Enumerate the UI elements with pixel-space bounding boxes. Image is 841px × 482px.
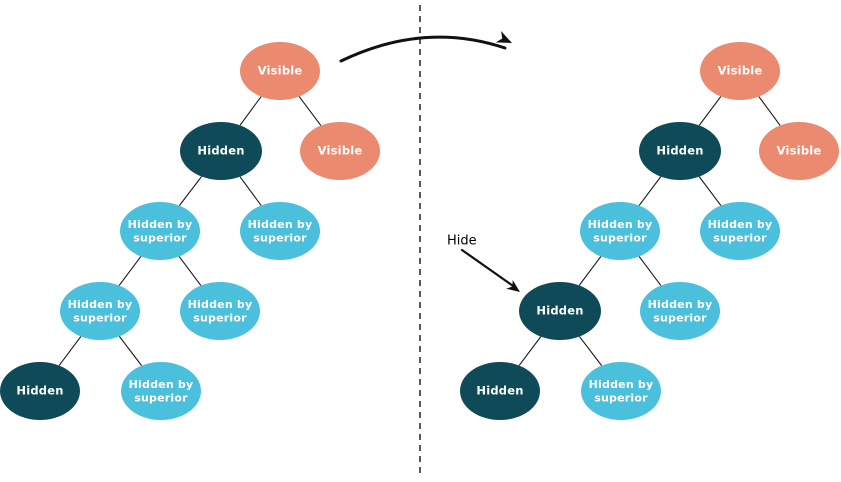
- hide-label: Hide: [447, 234, 477, 249]
- transform-arrow-head-icon: [495, 30, 512, 43]
- tree-edge: [698, 176, 722, 206]
- hide-arrow-line: [460, 248, 518, 290]
- node-shape: [700, 202, 780, 260]
- node-shape: [460, 362, 540, 420]
- node-shape: [640, 282, 720, 340]
- left-tree-edges: [58, 96, 322, 366]
- tree-edge: [178, 256, 202, 286]
- tree-node-visible[interactable]: Visible: [300, 122, 380, 180]
- tree-edge: [518, 336, 542, 366]
- tree-edge: [58, 336, 82, 366]
- hide-annotation: Hide: [447, 234, 520, 292]
- tree-edge: [579, 336, 603, 366]
- tree-node-hidden[interactable]: Hidden: [519, 282, 601, 340]
- tree-node-hidden[interactable]: Hidden: [460, 362, 540, 420]
- node-shape: [180, 282, 260, 340]
- tree-node-hidden[interactable]: Hidden: [639, 122, 721, 180]
- node-shape: [519, 282, 601, 340]
- tree-node-visible[interactable]: Visible: [240, 42, 320, 100]
- node-shape: [700, 42, 780, 100]
- node-shape: [120, 202, 200, 260]
- tree-edge: [578, 256, 602, 286]
- tree-edge: [239, 96, 262, 126]
- node-shape: [300, 122, 380, 180]
- right-tree-edges: [518, 96, 781, 366]
- tree-edge: [698, 96, 722, 126]
- tree-edge: [178, 176, 202, 206]
- node-shape: [639, 122, 721, 180]
- node-shape: [121, 362, 201, 420]
- tree-node-hidden[interactable]: Hidden: [0, 362, 80, 420]
- tree-node-visible[interactable]: Visible: [759, 122, 839, 180]
- tree-edge: [118, 336, 143, 366]
- node-shape: [60, 282, 140, 340]
- node-shape: [581, 362, 661, 420]
- transform-arrow: [339, 30, 512, 63]
- node-shape: [759, 122, 839, 180]
- node-shape: [240, 42, 320, 100]
- tree-edge: [239, 176, 262, 206]
- transform-arrow-curve: [339, 35, 507, 63]
- node-shape: [180, 122, 262, 180]
- node-shape: [240, 202, 320, 260]
- tree-edge: [758, 96, 781, 126]
- node-shape: [0, 362, 80, 420]
- hide-arrow-head-icon: [506, 279, 520, 292]
- tree-edge: [298, 96, 322, 126]
- node-shape: [580, 202, 660, 260]
- tree-node-hidden[interactable]: Hidden: [180, 122, 262, 180]
- tree-node-visible[interactable]: Visible: [700, 42, 780, 100]
- tree-edge: [118, 256, 142, 286]
- tree-edge: [638, 176, 662, 206]
- tree-edge: [638, 256, 662, 286]
